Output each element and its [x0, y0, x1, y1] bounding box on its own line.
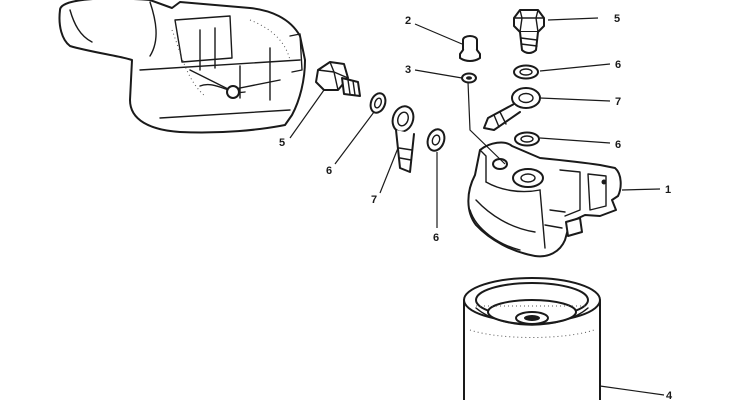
callout-1: 1: [665, 184, 671, 196]
filter-head: [467, 141, 622, 258]
callout-3: 3: [405, 64, 411, 76]
callout-7-right: 7: [615, 96, 621, 108]
banjo-fitting-left: [391, 105, 415, 173]
small-washer: [461, 72, 477, 84]
callout-6-upper: 6: [615, 59, 621, 71]
callout-6-left: 6: [326, 165, 332, 177]
callout-6-center: 6: [433, 232, 439, 244]
callout-labels: 1 2 3 4 5 5 6 6 6 6 7 7: [279, 13, 673, 400]
plug: [459, 35, 481, 62]
callout-6-lower-right: 6: [615, 139, 621, 151]
banjo-fitting-right: [483, 87, 541, 131]
callout-2: 2: [405, 15, 411, 27]
banjo-bolt-top: [513, 9, 545, 54]
sealing-washer-center: [426, 128, 446, 152]
filter-cartridge: [463, 277, 601, 400]
banjo-bolt-left: [315, 61, 361, 97]
sealing-washer-lower: [514, 131, 540, 147]
sealing-washer-upper: [513, 64, 539, 80]
callout-4: 4: [666, 390, 673, 400]
leader-lines: [289, 17, 665, 396]
callout-7-left: 7: [371, 194, 377, 206]
engine-block: [58, 0, 306, 134]
callout-5-left: 5: [279, 137, 285, 149]
callout-5-top: 5: [614, 13, 620, 25]
sealing-washer-left: [369, 92, 387, 114]
